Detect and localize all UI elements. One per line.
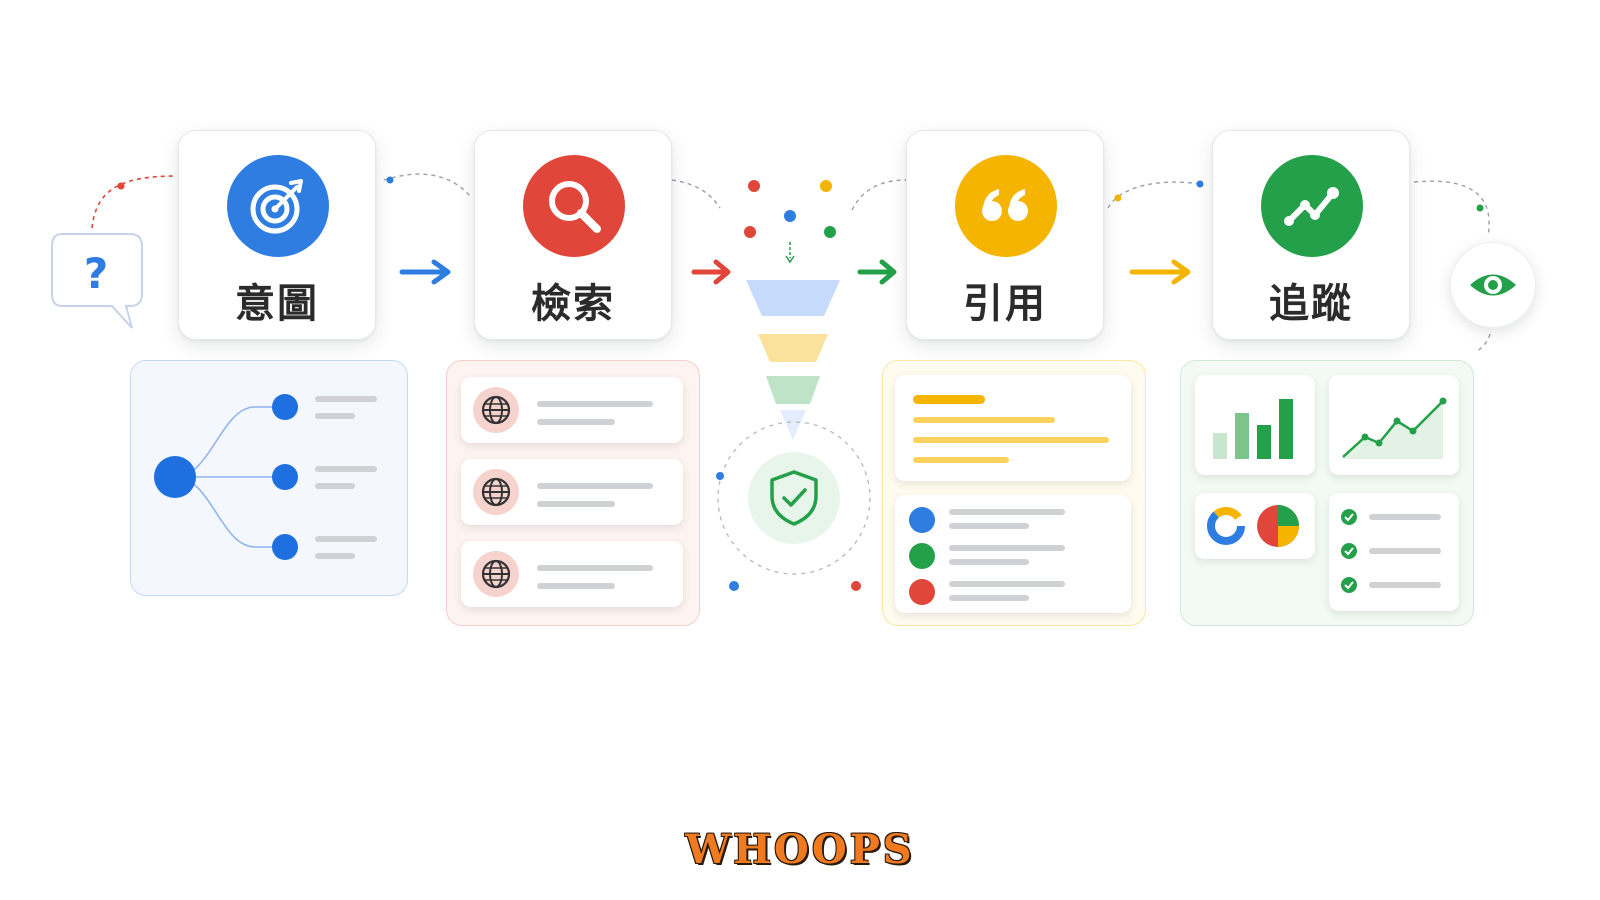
step-label-tracking: 追蹤 [1269,281,1353,327]
eye-icon [1450,242,1536,328]
result-row[interactable] [461,541,683,607]
step-label-citation: 引用 [963,281,1047,327]
globe-icon [473,387,519,433]
line-chart-widget [1329,375,1459,475]
bar-chart-widget [1195,375,1315,475]
globe-icon [473,551,519,597]
step-card-intent[interactable]: 意圖 [178,130,376,340]
globe-icon [473,469,519,515]
quote-icon [955,155,1057,257]
retrieval-results-panel [446,360,700,626]
trending-up-icon [1261,155,1363,257]
arrow-green-icon [857,259,897,285]
arrow-red-icon [691,259,731,285]
tracking-dashboard-panel [1180,360,1474,626]
whoops-watermark: WHOOPS [685,826,915,873]
intent-tree-panel [130,360,408,596]
question-bubble-icon: ? [50,232,146,332]
result-row[interactable] [461,377,683,443]
step-label-intent: 意圖 [235,281,319,327]
intent-tree-diagram [154,394,377,560]
step-card-tracking[interactable]: 追蹤 [1212,130,1410,340]
step-label-retrieval: 檢索 [531,281,615,327]
search-icon [523,155,625,257]
shield-check-icon [748,452,840,544]
line-chart-icon [1342,397,1447,459]
result-row[interactable] [461,459,683,525]
arrow-yellow-icon [1129,259,1191,285]
citation-panel [882,360,1146,626]
funnel-icon [746,280,840,440]
target-icon [227,155,329,257]
checklist-widget [1329,493,1459,611]
pie-chart-widget [1195,493,1315,559]
bar-chart-icon [1213,399,1293,459]
arrow-blue-icon [399,259,451,285]
svg-text:?: ? [84,249,108,298]
quoted-snippet-card [895,375,1131,481]
step-card-retrieval[interactable]: 檢索 [474,130,672,340]
checklist-icon [1341,509,1441,593]
pie-chart-icon [1207,505,1299,547]
step-card-citation[interactable]: 引用 [906,130,1104,340]
source-list-card [895,495,1131,613]
